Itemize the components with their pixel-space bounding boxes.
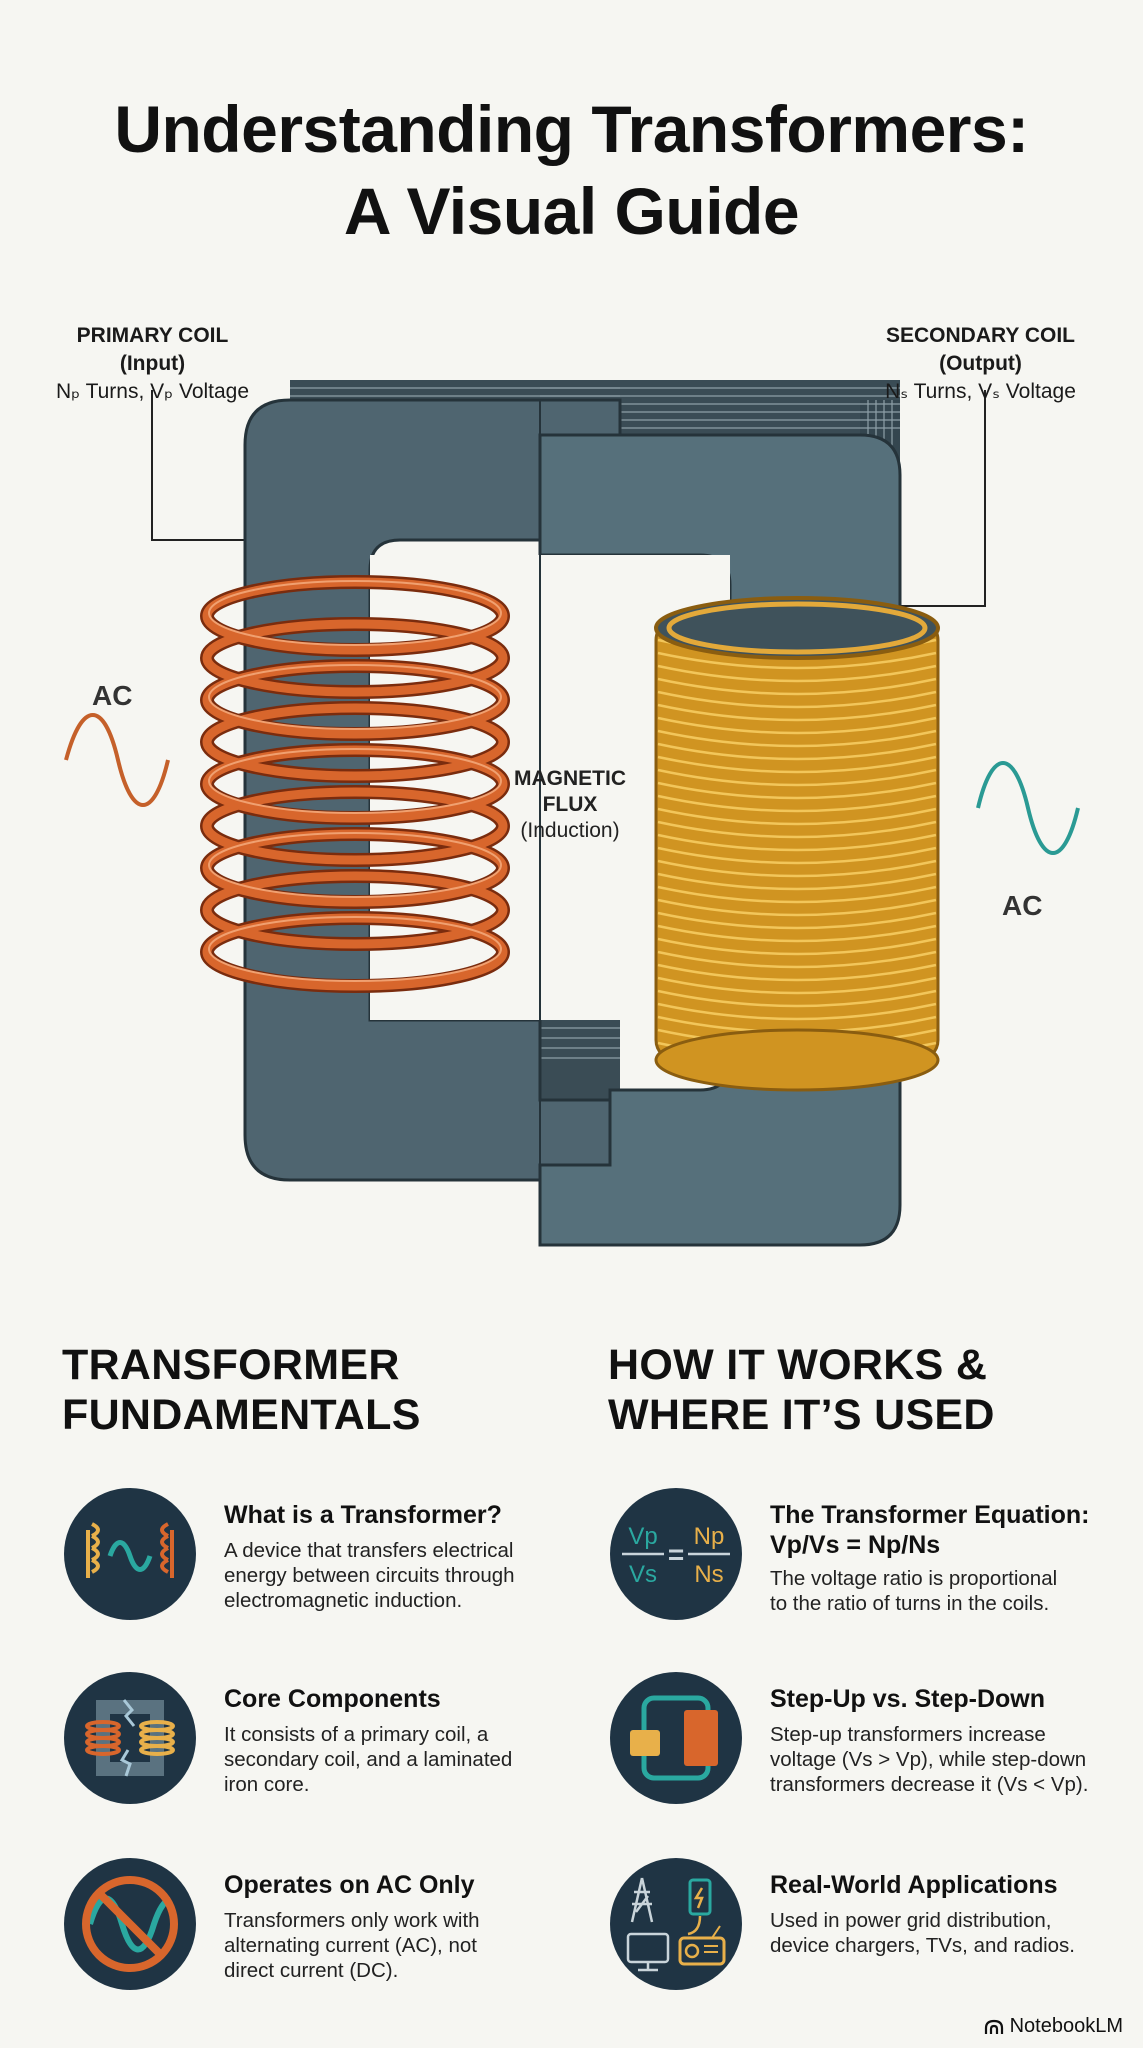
- secondary-coil-winding: [657, 950, 937, 969]
- secondary-coil-winding: [657, 664, 937, 683]
- equation-icon: Vp Vs = Np Ns: [610, 1488, 742, 1620]
- notebooklm-brand: NotebookLM: [984, 2015, 1123, 2038]
- svg-text:Vp: Vp: [628, 1523, 657, 1550]
- primary-coil: [200, 575, 510, 993]
- coil-wave-icon: [64, 1488, 196, 1620]
- secondary-coil-winding: [657, 781, 937, 800]
- secondary-coil-winding: [657, 963, 937, 982]
- svg-text:Ns: Ns: [694, 1561, 723, 1588]
- secondary-coil-winding: [657, 820, 937, 839]
- ac-label-left: AC: [92, 680, 133, 711]
- secondary-coil-winding: [657, 833, 937, 852]
- page-title: Understanding Transformers: A Visual Gui…: [0, 88, 1143, 252]
- secondary-coil-winding: [657, 859, 937, 878]
- secondary-coil-winding: [657, 729, 937, 748]
- secondary-coil-winding: [657, 768, 937, 787]
- item-what-is-transformer: What is a Transformer? A device that tra…: [62, 1486, 562, 1626]
- brand-label: NotebookLM: [1009, 2015, 1123, 2037]
- secondary-coil-winding: [657, 742, 937, 761]
- fundamentals-heading: TRANSFORMER FUNDAMENTALS: [62, 1341, 421, 1439]
- secondary-coil-winding: [657, 846, 937, 865]
- secondary-coil-winding: [657, 976, 937, 995]
- secondary-coil-winding: [657, 898, 937, 917]
- secondary-coil-winding: [657, 989, 937, 1008]
- secondary-coil-label: SECONDARY COIL (Output) Nₛ Turns, Vₛ Vol…: [885, 324, 1076, 403]
- secondary-coil-winding: [657, 924, 937, 943]
- secondary-coil-winding: [657, 703, 937, 722]
- title-line-1: Understanding Transformers:: [114, 92, 1029, 166]
- item-ac-only: Operates on AC Only Transformers only wo…: [62, 1856, 562, 1996]
- ac-wave-left-icon: [64, 713, 170, 807]
- notebooklm-logo-icon: [984, 2019, 1003, 2034]
- magnetic-flux-label: MAGNETIC FLUX (Induction): [514, 767, 626, 842]
- svg-text:Vs: Vs: [629, 1561, 657, 1588]
- transformer-illustration: [64, 380, 1080, 1247]
- core-coils-icon: [64, 1672, 196, 1804]
- transformer-diagram: PRIMARY COIL (Input) Nₚ Turns, Vₚ Voltag…: [0, 300, 1143, 1280]
- primary-coil-label: PRIMARY COIL (Input) Nₚ Turns, Vₚ Voltag…: [55, 324, 250, 403]
- secondary-coil-winding: [657, 677, 937, 696]
- secondary-coil-winding: [657, 872, 937, 891]
- item-core-components: Core Components It consists of a primary…: [62, 1670, 562, 1810]
- secondary-coil-winding: [657, 794, 937, 813]
- svg-text:Np: Np: [694, 1523, 725, 1550]
- title-line-2: A Visual Guide: [343, 174, 800, 248]
- secondary-coil-winding: [657, 755, 937, 774]
- step-up-down-icon: [610, 1672, 742, 1804]
- applications-icon: [610, 1858, 742, 1990]
- secondary-coil-winding: [657, 651, 937, 670]
- primary-leader-line: [151, 390, 244, 541]
- ac-label-right: AC: [1002, 890, 1043, 921]
- secondary-coil-winding: [657, 885, 937, 904]
- ac-wave-right-icon: [976, 761, 1080, 855]
- no-dc-icon: [64, 1858, 196, 1990]
- how-it-works-heading: HOW IT WORKS & WHERE IT’S USED: [608, 1341, 995, 1439]
- secondary-coil-winding: [657, 690, 937, 709]
- secondary-coil: [654, 596, 940, 1092]
- item-step-up-down: Step-Up vs. Step-Down Step-up transforme…: [608, 1670, 1108, 1810]
- svg-text:=: =: [668, 1539, 684, 1570]
- item-applications: Real-World Applications Used in power gr…: [608, 1856, 1108, 1996]
- secondary-coil-winding: [657, 1002, 937, 1021]
- secondary-coil-winding: [657, 807, 937, 826]
- secondary-coil-winding: [657, 937, 937, 956]
- item-transformer-equation: Vp Vs = Np Ns The Transformer Equation: …: [608, 1486, 1108, 1626]
- secondary-leader-line: [900, 390, 986, 607]
- secondary-coil-winding: [657, 716, 937, 735]
- secondary-coil-winding: [657, 911, 937, 930]
